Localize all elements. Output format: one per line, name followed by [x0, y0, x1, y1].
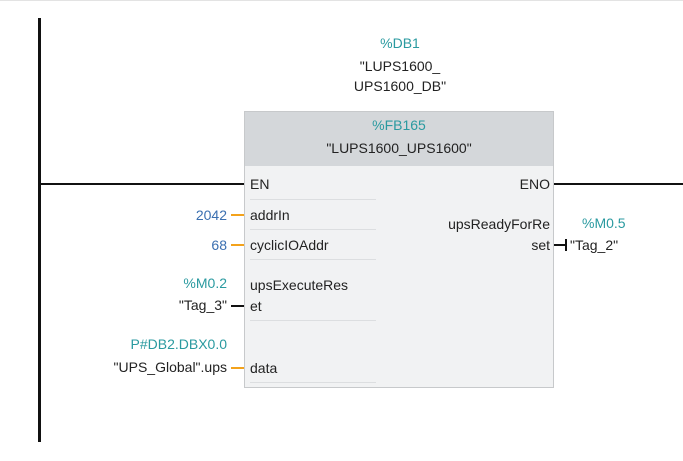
ready-tag-name[interactable]: "Tag_2" — [570, 237, 619, 253]
instance-db-name-line2[interactable]: UPS1600_DB" — [353, 78, 447, 94]
instance-db-name-line1[interactable]: "LUPS1600_ — [359, 58, 441, 74]
addr-in-wire — [231, 214, 244, 216]
reset-tag-address[interactable]: %M0.2 — [183, 275, 227, 291]
pin-eno[interactable]: ENO — [519, 176, 550, 192]
output-coil-tick — [565, 239, 567, 251]
editor-top-border — [0, 0, 683, 1]
pin-data[interactable]: data — [250, 360, 278, 376]
data-wire — [231, 367, 244, 369]
function-block-name: "LUPS1600_UPS1600" — [326, 140, 472, 156]
eno-connection-wire — [554, 183, 683, 185]
function-block-header[interactable] — [245, 112, 553, 166]
cyclic-io-addr-value[interactable]: 68 — [211, 237, 227, 253]
pin-ups-execute-reset-separator — [250, 320, 376, 321]
pin-ups-ready-for-reset-line1[interactable]: upsReadyForRe — [448, 216, 550, 232]
cyclic-io-addr-wire — [231, 244, 244, 246]
left-power-rail — [38, 18, 41, 442]
function-block-address: %FB165 — [372, 117, 426, 133]
pin-addr-in-separator — [250, 229, 376, 230]
pin-ups-execute-reset-line2[interactable]: et — [250, 298, 262, 314]
reset-tag-name[interactable]: "Tag_3" — [178, 297, 227, 313]
ready-tag-address[interactable]: %M0.5 — [582, 215, 626, 231]
data-tag-name[interactable]: "UPS_Global".ups — [113, 359, 227, 375]
instance-db-address[interactable]: %DB1 — [380, 35, 420, 51]
pin-cyclic-io-addr-separator — [250, 259, 376, 260]
data-tag-address[interactable]: P#DB2.DBX0.0 — [130, 336, 228, 352]
pin-addr-in[interactable]: addrIn — [250, 207, 290, 223]
pin-en-separator — [250, 199, 376, 200]
pin-cyclic-io-addr[interactable]: cyclicIOAddr — [250, 237, 329, 253]
addr-in-value[interactable]: 2042 — [195, 207, 227, 223]
pin-ups-execute-reset-line1[interactable]: upsExecuteRes — [250, 277, 349, 293]
ups-execute-reset-wire — [231, 305, 244, 307]
pin-data-separator — [250, 382, 376, 383]
pin-en[interactable]: EN — [250, 176, 270, 192]
en-connection-wire — [40, 183, 244, 185]
pin-ups-ready-for-reset-line2[interactable]: set — [531, 237, 550, 253]
ups-ready-for-reset-wire — [554, 244, 566, 246]
